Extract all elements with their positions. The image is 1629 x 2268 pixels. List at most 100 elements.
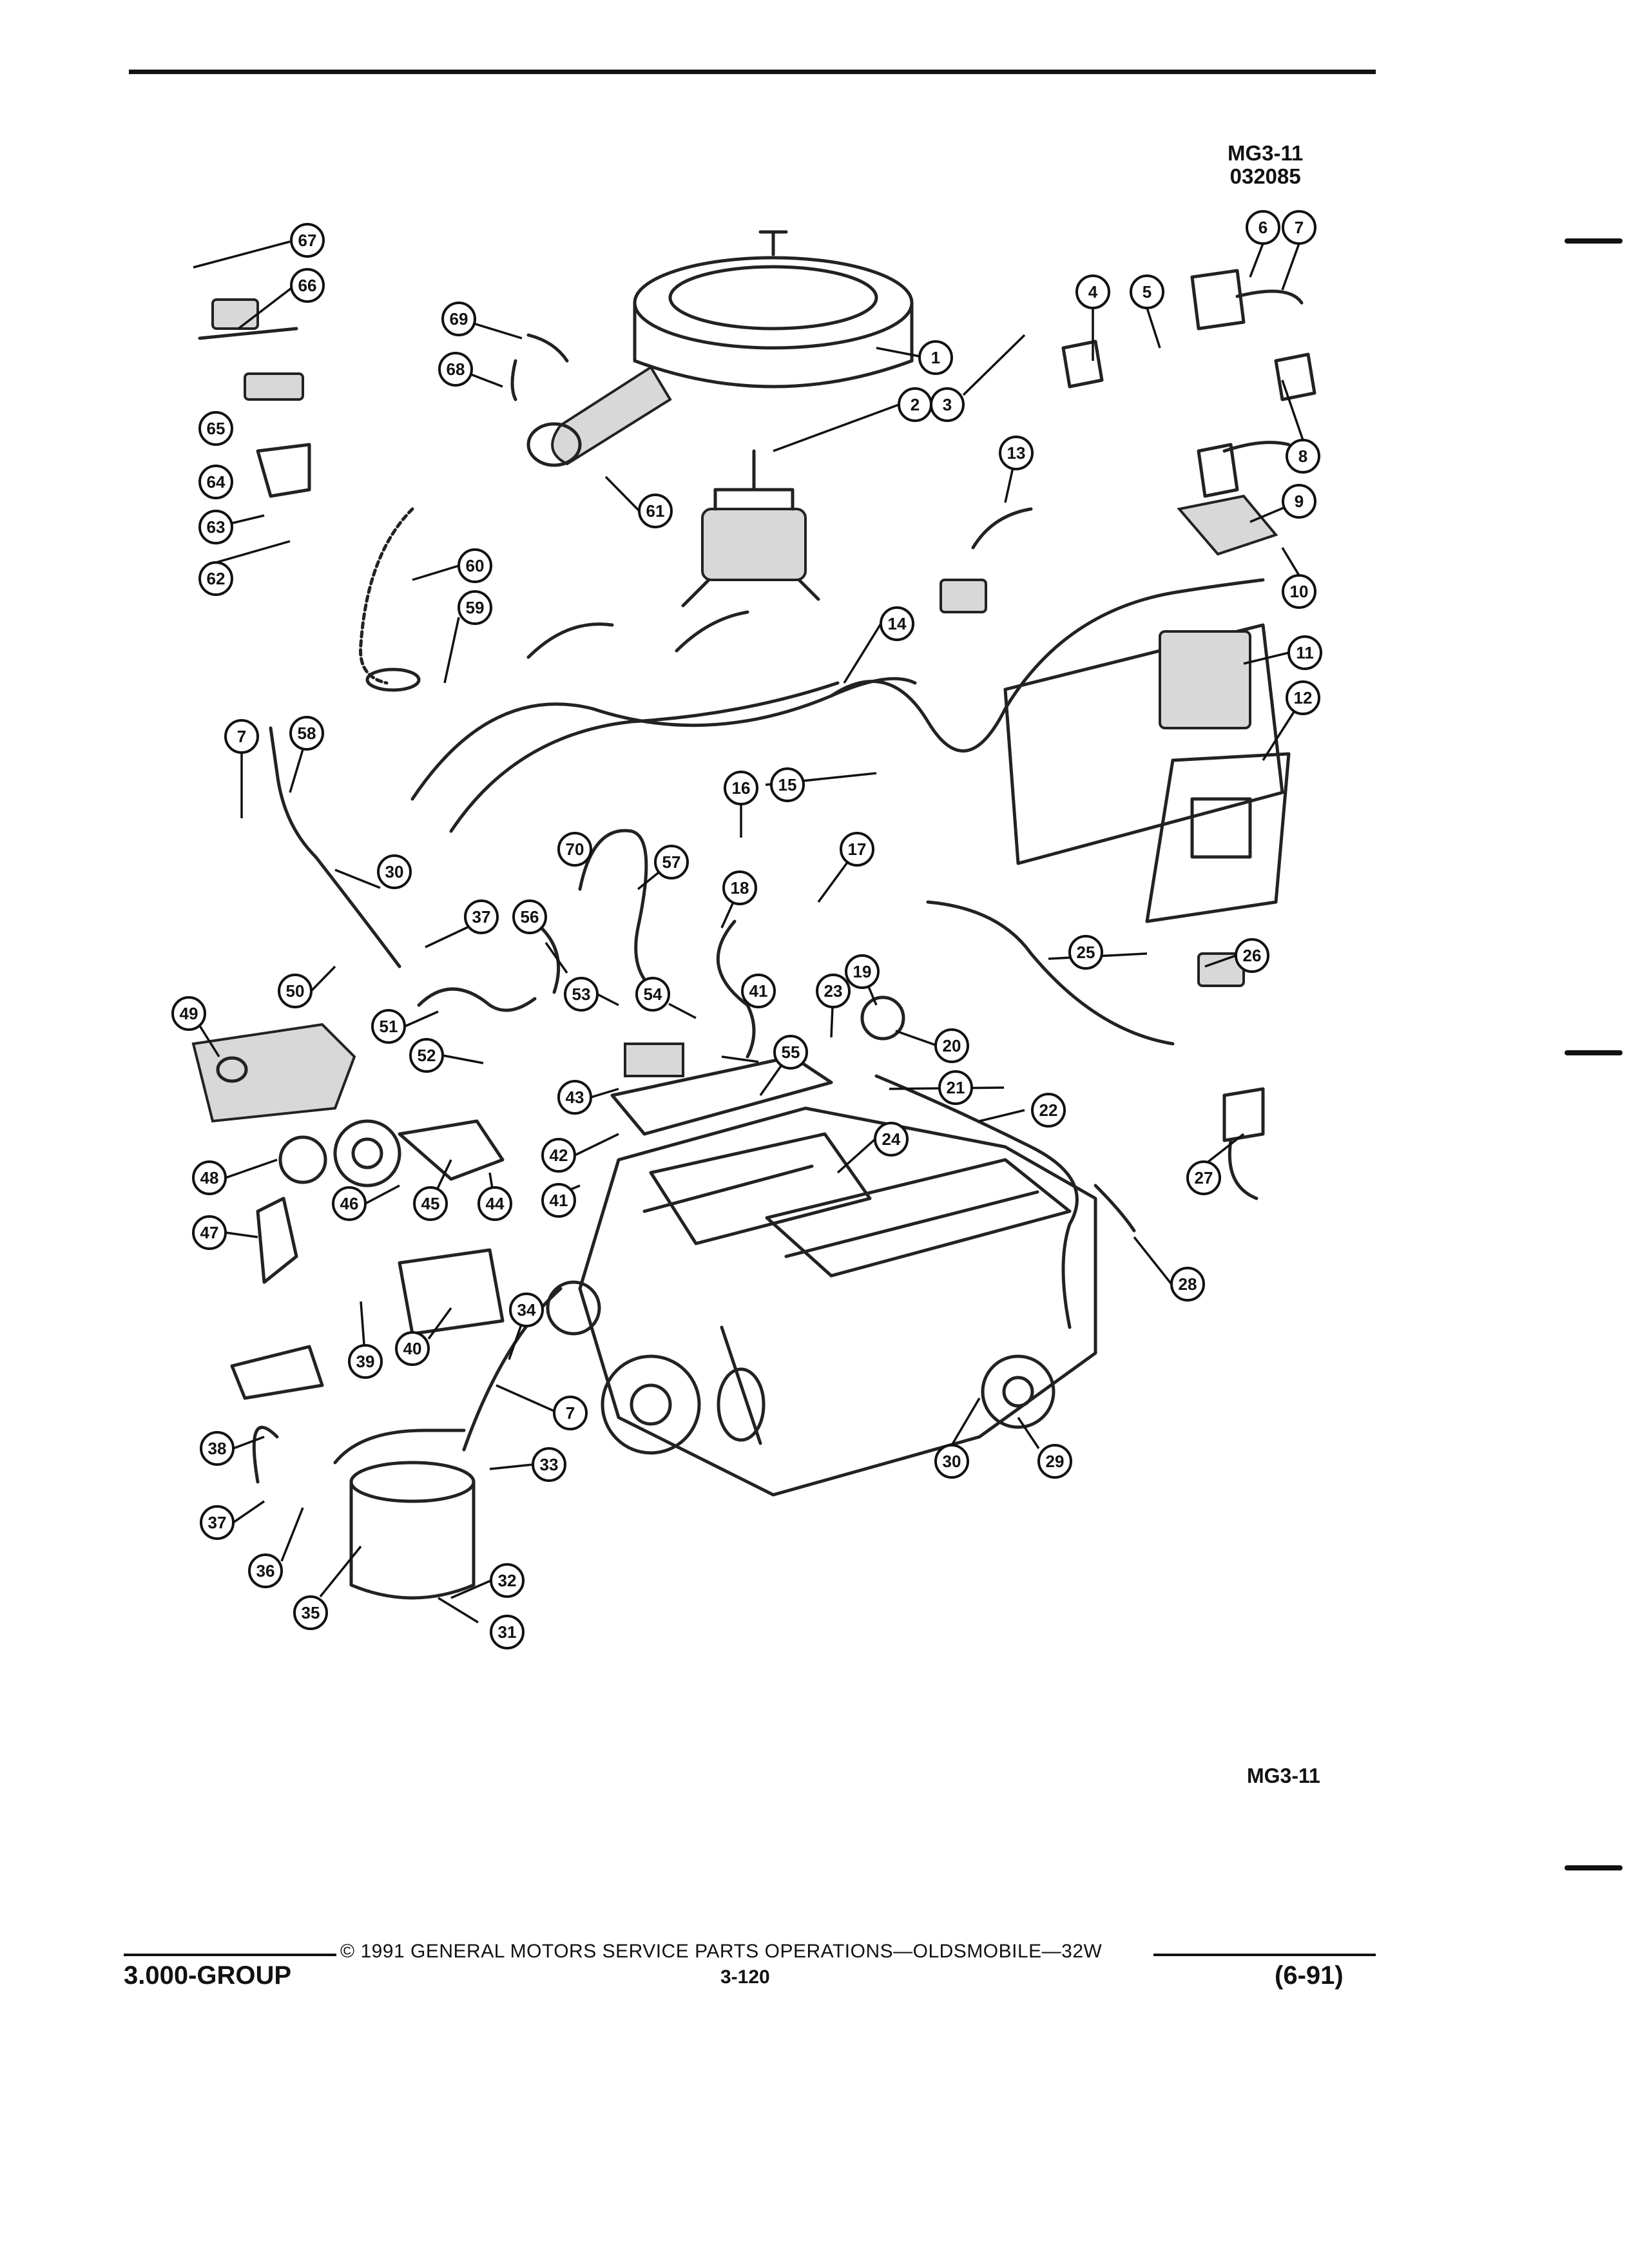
callout-18: 18 [722, 870, 757, 905]
svg-text:20: 20 [943, 1036, 961, 1055]
callout-68: 68 [438, 352, 473, 387]
figure-date-code: 032085 [1229, 164, 1301, 188]
svg-text:70: 70 [566, 840, 584, 859]
callout-30: 30 [934, 1444, 969, 1479]
svg-text:41: 41 [749, 981, 768, 1001]
callout-2: 2 [898, 387, 932, 422]
svg-text:50: 50 [286, 981, 305, 1001]
svg-text:62: 62 [207, 569, 226, 588]
callout-22: 22 [1031, 1093, 1066, 1128]
svg-text:18: 18 [731, 878, 749, 898]
svg-text:42: 42 [550, 1146, 568, 1165]
callout-47: 47 [192, 1215, 227, 1250]
svg-text:32: 32 [498, 1571, 517, 1590]
svg-text:69: 69 [450, 309, 468, 329]
svg-text:16: 16 [732, 778, 751, 798]
callout-59: 59 [458, 590, 492, 625]
footer-page-number: 3-120 [720, 1966, 770, 1988]
callout-7: 7 [1282, 210, 1316, 245]
svg-text:45: 45 [421, 1194, 440, 1213]
footer-rule-left [124, 1954, 336, 1956]
footer-copyright: © 1991 GENERAL MOTORS SERVICE PARTS OPER… [340, 1941, 1103, 1962]
canister-drawing [333, 1287, 563, 1600]
footer-revision: (6-91) [1275, 1961, 1344, 1990]
svg-text:36: 36 [256, 1561, 275, 1581]
svg-text:26: 26 [1243, 946, 1262, 965]
callout-3: 3 [930, 387, 965, 422]
callout-28: 28 [1170, 1267, 1205, 1302]
callout-38: 38 [200, 1431, 235, 1466]
callout-43: 43 [557, 1080, 592, 1115]
svg-text:38: 38 [208, 1439, 227, 1458]
callout-37-upper: 37 [464, 899, 499, 934]
callout-26: 26 [1235, 938, 1269, 973]
svg-text:60: 60 [466, 556, 485, 575]
svg-text:64: 64 [207, 472, 226, 492]
svg-text:56: 56 [521, 907, 539, 927]
svg-text:57: 57 [662, 852, 681, 872]
carburetor-drawing [681, 449, 820, 608]
svg-text:2: 2 [911, 395, 920, 414]
header-rule [129, 70, 1376, 74]
svg-text:54: 54 [644, 985, 662, 1004]
svg-text:47: 47 [200, 1223, 219, 1242]
svg-text:17: 17 [848, 840, 867, 859]
svg-text:41: 41 [550, 1191, 568, 1210]
callout-35: 35 [293, 1595, 328, 1630]
callout-30-left: 30 [377, 854, 412, 889]
callout-8: 8 [1286, 439, 1320, 474]
left-bracket-parts-drawing [198, 298, 569, 498]
svg-text:55: 55 [782, 1043, 800, 1062]
leader-lines [191, 240, 1304, 1624]
svg-text:19: 19 [853, 962, 872, 981]
svg-text:52: 52 [418, 1046, 436, 1065]
svg-text:11: 11 [1296, 643, 1314, 662]
svg-text:49: 49 [180, 1004, 198, 1023]
callout-21: 21 [938, 1070, 973, 1105]
callout-10: 10 [1282, 574, 1316, 609]
svg-text:23: 23 [824, 981, 843, 1001]
svg-text:51: 51 [380, 1017, 398, 1036]
callout-42: 42 [541, 1138, 576, 1173]
svg-text:53: 53 [572, 985, 591, 1004]
callout-11: 11 [1287, 635, 1322, 670]
svg-text:59: 59 [466, 598, 485, 617]
edge-tab-mark [1565, 238, 1623, 244]
callout-48: 48 [192, 1160, 227, 1195]
callout-7-left: 7 [224, 719, 259, 754]
callout-46: 46 [332, 1186, 367, 1221]
callout-20: 20 [934, 1028, 969, 1063]
callout-19: 19 [845, 954, 880, 989]
callout-27: 27 [1186, 1160, 1221, 1195]
svg-text:15: 15 [778, 775, 797, 794]
callout-55: 55 [773, 1035, 808, 1070]
svg-text:63: 63 [207, 517, 226, 537]
svg-text:24: 24 [882, 1129, 901, 1149]
right-components-drawing [940, 269, 1316, 1233]
callout-1: 1 [918, 340, 953, 375]
callout-64: 64 [198, 465, 233, 499]
air-cleaner-drawing [526, 230, 914, 467]
callout-63: 63 [198, 510, 233, 544]
callout-54: 54 [635, 977, 670, 1012]
part-drawings [191, 230, 1316, 1600]
callout-24: 24 [874, 1122, 909, 1157]
callout-52: 52 [409, 1038, 444, 1073]
callout-60: 60 [458, 548, 492, 583]
callout-41-top: 41 [741, 974, 776, 1008]
callout-33: 33 [532, 1447, 566, 1482]
svg-text:67: 67 [298, 231, 317, 250]
figure-code-bottom: MG3-11 [1247, 1764, 1320, 1787]
svg-text:9: 9 [1295, 492, 1304, 511]
callout-39: 39 [348, 1344, 383, 1379]
callout-9: 9 [1282, 484, 1316, 519]
callout-57: 57 [654, 845, 689, 879]
svg-text:13: 13 [1007, 443, 1026, 463]
svg-text:35: 35 [302, 1603, 320, 1622]
left-components-drawing [191, 1023, 505, 1484]
svg-text:65: 65 [207, 419, 226, 438]
callout-69: 69 [441, 302, 476, 336]
svg-text:25: 25 [1077, 943, 1095, 962]
